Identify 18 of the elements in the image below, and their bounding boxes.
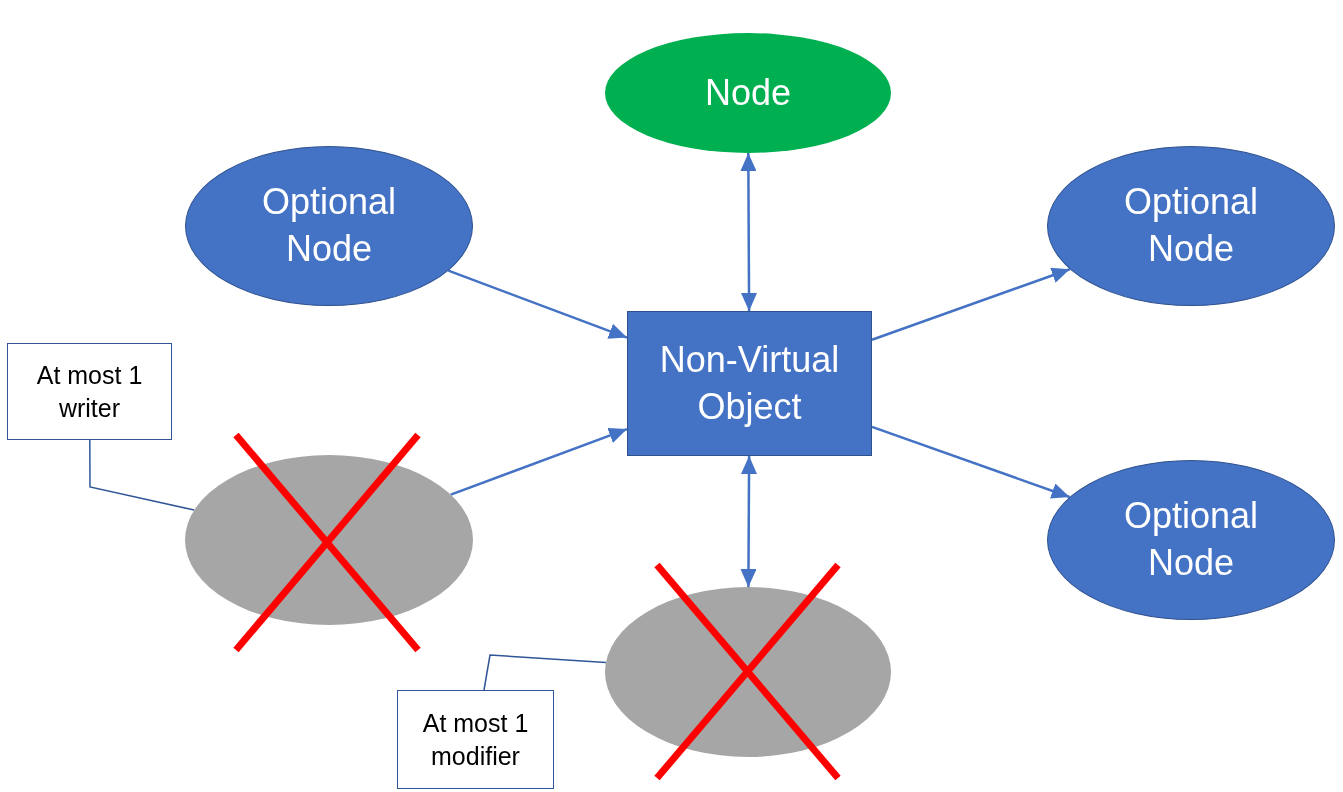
node-label: Node [703,70,793,115]
node-label: At most 1 writer [35,360,144,424]
arrow [871,425,1070,499]
node-label: At most 1 modifier [421,708,530,772]
leader-line [89,439,195,511]
process-box [627,311,872,456]
arrow [740,456,757,587]
node-label: Optional Node [1122,494,1260,585]
node-label: Optional Node [1122,180,1260,271]
leader-line [483,654,607,691]
arrow [871,267,1071,341]
node-label: Non-Virtual Object [658,337,841,429]
node-label: Optional Node [260,180,398,271]
note-box [397,690,554,789]
arrow [447,269,628,339]
arrow [740,153,757,311]
arrow [450,427,628,496]
note-box [7,343,172,440]
